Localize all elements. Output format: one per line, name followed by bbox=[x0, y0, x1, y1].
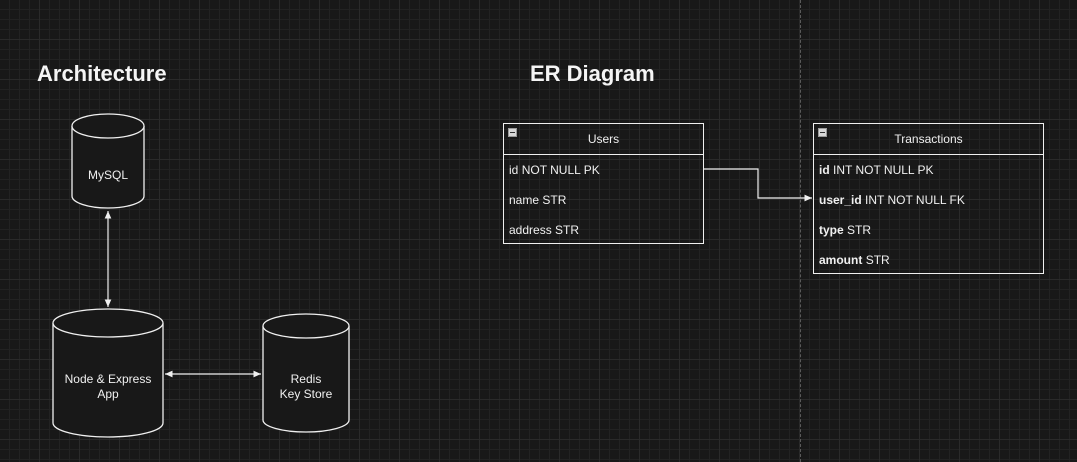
users-table[interactable]: Users id NOT NULL PK name STR address ST… bbox=[503, 123, 704, 244]
transactions-table-title: Transactions bbox=[894, 132, 963, 146]
field-type: INT NOT NULL PK bbox=[833, 163, 934, 177]
users-table-header[interactable]: Users bbox=[504, 124, 703, 155]
mysql-label: MySQL bbox=[87, 167, 128, 182]
mysql-cylinder[interactable] bbox=[71, 113, 145, 209]
page-divider bbox=[800, 0, 801, 462]
users-transactions-relationship[interactable] bbox=[704, 168, 812, 202]
field-name: address bbox=[509, 223, 552, 237]
field-type: INT NOT NULL FK bbox=[865, 193, 965, 207]
transactions-field-row[interactable]: amount STR bbox=[814, 245, 1043, 275]
field-name: amount bbox=[819, 253, 863, 267]
redis-cylinder[interactable] bbox=[262, 313, 350, 433]
collapse-icon[interactable] bbox=[818, 128, 827, 137]
app-label: Node & Express App bbox=[64, 372, 152, 401]
field-name: id bbox=[819, 163, 830, 177]
users-field-row[interactable]: id NOT NULL PK bbox=[504, 155, 703, 185]
transactions-table-header[interactable]: Transactions bbox=[814, 124, 1043, 155]
field-type: NOT NULL PK bbox=[521, 163, 600, 177]
field-name: user_id bbox=[819, 193, 862, 207]
app-cylinder[interactable] bbox=[52, 308, 164, 438]
transactions-field-row[interactable]: id INT NOT NULL PK bbox=[814, 155, 1043, 185]
field-name: type bbox=[819, 223, 844, 237]
er-diagram-title: ER Diagram bbox=[530, 61, 655, 86]
field-type: STR bbox=[847, 223, 872, 237]
field-type: STR bbox=[865, 253, 890, 267]
field-type: STR bbox=[555, 223, 580, 237]
collapse-icon[interactable] bbox=[508, 128, 517, 137]
architecture-title: Architecture bbox=[37, 61, 167, 86]
users-field-row[interactable]: address STR bbox=[504, 215, 703, 245]
transactions-table[interactable]: Transactions id INT NOT NULL PK user_id … bbox=[813, 123, 1044, 274]
field-type: STR bbox=[542, 193, 567, 207]
users-field-row[interactable]: name STR bbox=[504, 185, 703, 215]
field-name: id bbox=[509, 163, 519, 177]
transactions-field-row[interactable]: user_id INT NOT NULL FK bbox=[814, 185, 1043, 215]
field-name: name bbox=[509, 193, 540, 207]
users-table-title: Users bbox=[587, 132, 620, 146]
transactions-field-row[interactable]: type STR bbox=[814, 215, 1043, 245]
redis-label: Redis Key Store bbox=[279, 372, 333, 401]
